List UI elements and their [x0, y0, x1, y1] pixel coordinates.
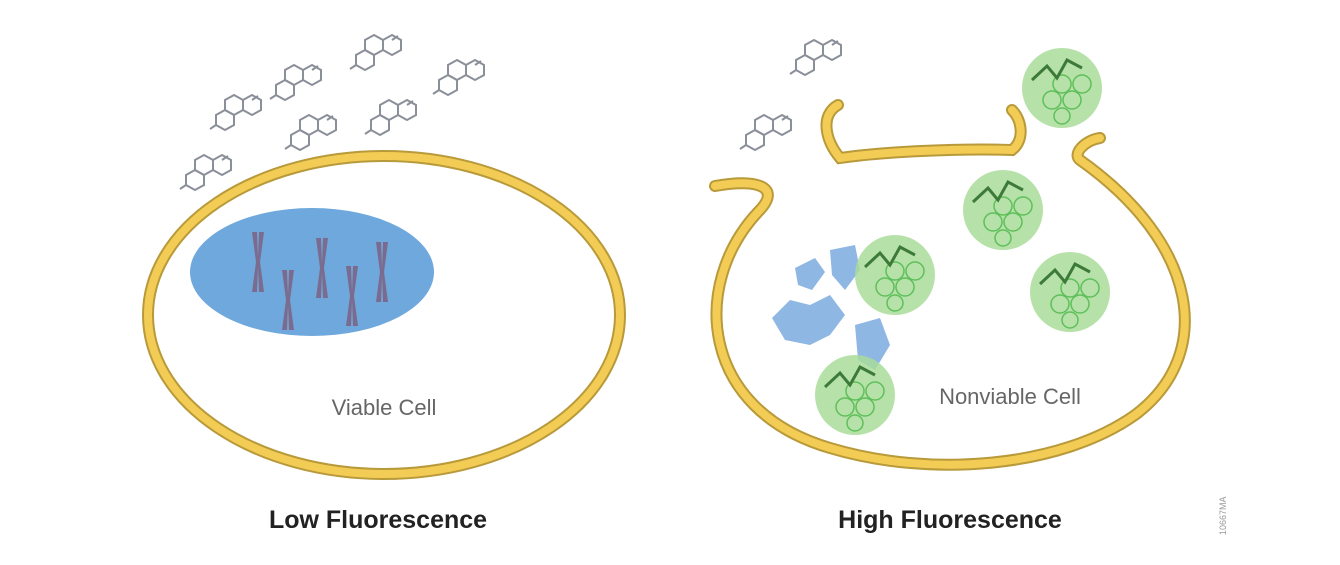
- low-fluorescence-caption: Low Fluorescence: [269, 506, 487, 534]
- figure-code: 10667MA: [1218, 496, 1228, 535]
- viable-cell-label: Viable Cell: [332, 395, 437, 420]
- free-dye-molecules-left: [179, 34, 485, 191]
- nonviable-cell: Nonviable Cell: [709, 46, 1191, 471]
- high-fluorescence-caption: High Fluorescence: [838, 506, 1062, 534]
- dye-bound-dna: [813, 46, 1112, 437]
- viable-cell: Viable Cell: [142, 150, 626, 480]
- nucleus: [190, 208, 434, 336]
- nonviable-cell-label: Nonviable Cell: [939, 384, 1081, 409]
